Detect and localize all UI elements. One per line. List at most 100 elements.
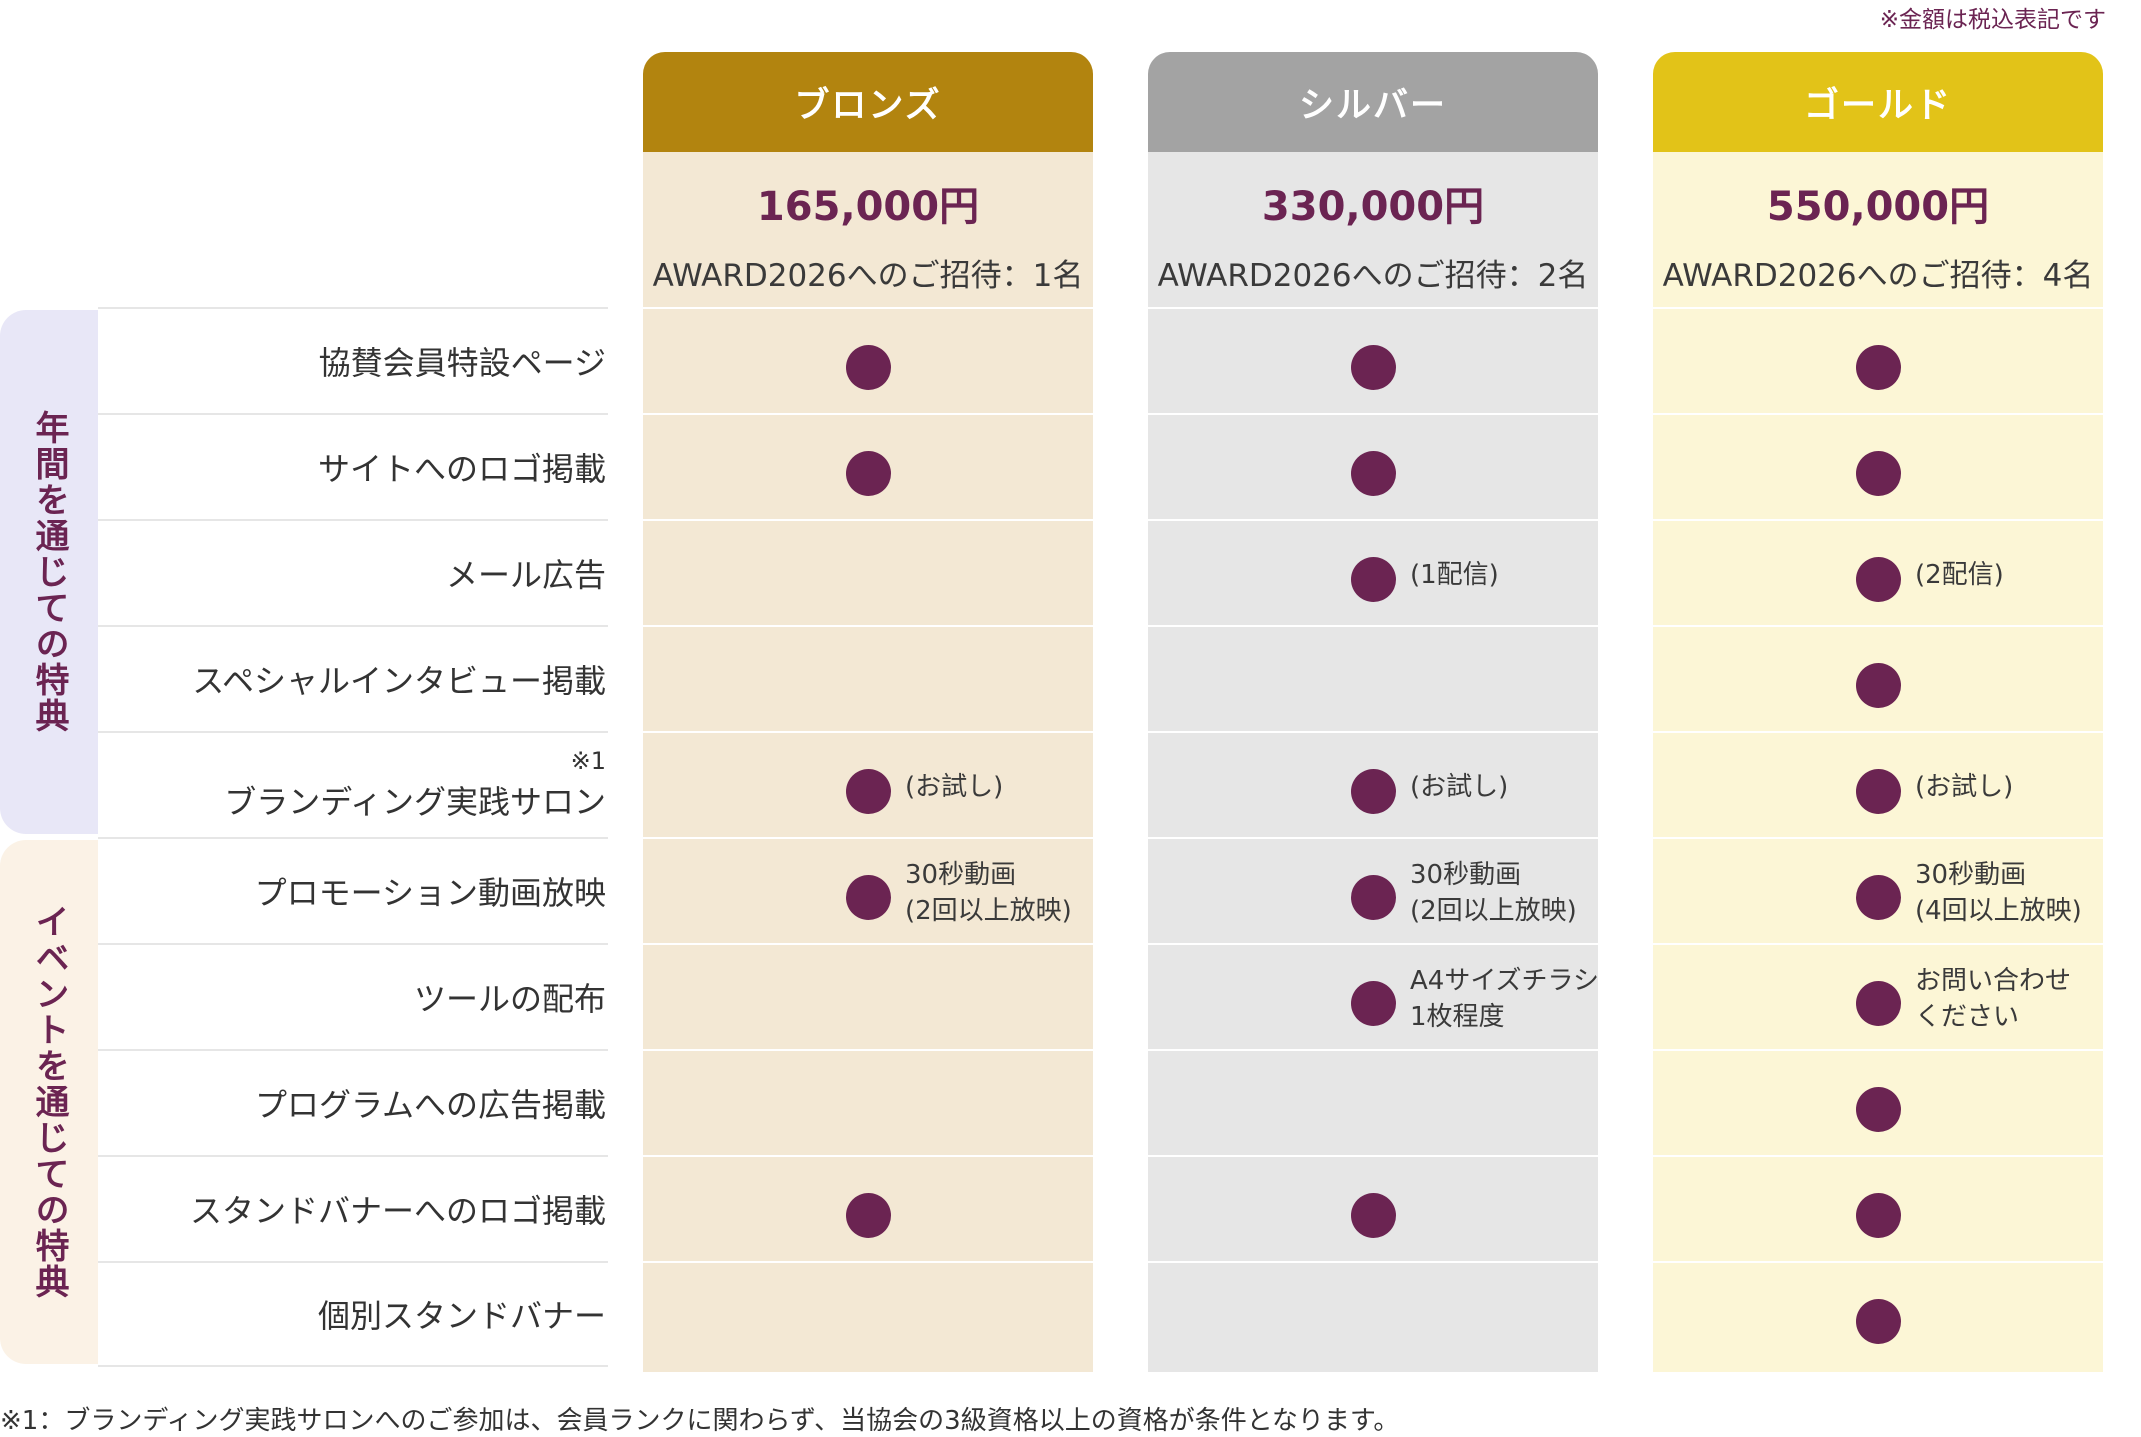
benefit-cell: (2配信)	[1653, 519, 2103, 625]
plan-cells: (お試し) 30秒動画 (2回以上放映)	[643, 307, 1093, 1367]
benefit-row-label: メール広告	[98, 519, 608, 625]
included-dot-icon	[1351, 557, 1396, 602]
benefit-row-label: プログラムへの広告掲載	[98, 1049, 608, 1155]
benefit-cell	[643, 307, 1093, 413]
benefit-label: プログラムへの広告掲載	[254, 1086, 606, 1124]
benefit-cell	[643, 1261, 1093, 1367]
plan-column: ゴールド 550,000円 AWARD2026へのご招待：4名 (2配信) (お試し) 3…	[1653, 52, 2103, 1372]
benefit-label: 個別スタンドバナー	[317, 1297, 606, 1335]
benefit-cell	[1653, 1049, 2103, 1155]
benefit-row-label: ※1 ブランディング実践サロン	[98, 731, 608, 837]
benefit-cell	[1148, 1261, 1598, 1367]
benefit-cell	[1653, 625, 2103, 731]
benefit-cell: (1配信)	[1148, 519, 1598, 625]
included-dot-icon	[846, 875, 891, 920]
included-dot-icon	[1351, 1193, 1396, 1238]
benefit-cell	[1148, 1155, 1598, 1261]
plan-cells: (2配信) (お試し) 30秒動画 (4回以上放映) お問い合わせ ください	[1653, 307, 2103, 1367]
included-dot-icon	[1856, 663, 1901, 708]
plan-column: ブロンズ 165,000円 AWARD2026へのご招待：1名 (お試し) 30秒動画 …	[643, 52, 1093, 1372]
included-dot-icon	[846, 1193, 891, 1238]
benefit-cell: 30秒動画 (2回以上放映)	[1148, 837, 1598, 943]
benefit-label: ツールの配布	[413, 980, 606, 1018]
included-dot-icon	[1856, 557, 1901, 602]
benefit-row-label: プロモーション動画放映	[98, 837, 608, 943]
benefit-cell	[1148, 307, 1598, 413]
benefit-cell	[643, 1155, 1093, 1261]
footnote-marker: ※1	[570, 747, 606, 775]
benefit-cell	[643, 625, 1093, 731]
benefit-label: サイトへのロゴ掲載	[317, 450, 606, 488]
benefit-row-label: 個別スタンドバナー	[98, 1261, 608, 1367]
included-dot-icon	[846, 345, 891, 390]
group-label: イベントを通じての特典	[29, 904, 69, 1300]
benefit-detail: 30秒動画 (2回以上放映)	[905, 860, 1072, 926]
plan-price: 165,000円	[756, 184, 980, 230]
benefit-cell: (お試し)	[643, 731, 1093, 837]
included-dot-icon	[1856, 1087, 1901, 1132]
benefit-detail: (1配信)	[1410, 560, 1499, 590]
benefit-row-label: スペシャルインタビュー掲載	[98, 625, 608, 731]
benefit-cell	[1653, 307, 2103, 413]
benefit-cell	[1148, 625, 1598, 731]
plan-name: ゴールド	[1653, 52, 2103, 152]
included-dot-icon	[1351, 345, 1396, 390]
benefit-cell	[1653, 413, 2103, 519]
group-label: 年間を通じての特典	[29, 410, 69, 734]
benefit-label: スペシャルインタビュー掲載	[192, 662, 606, 700]
benefit-detail: (お試し)	[905, 772, 1004, 802]
benefit-row-label: サイトへのロゴ掲載	[98, 413, 608, 519]
benefit-detail: 30秒動画 (4回以上放映)	[1915, 860, 2082, 926]
benefit-cell	[643, 519, 1093, 625]
included-dot-icon	[1856, 1193, 1901, 1238]
benefit-row-label: スタンドバナーへのロゴ掲載	[98, 1155, 608, 1261]
included-dot-icon	[1351, 981, 1396, 1026]
benefit-label: ブランディング実践サロン	[224, 783, 606, 821]
benefit-detail: A4サイズチラシ 1枚程度	[1410, 966, 1600, 1032]
plan-price: 330,000円	[1261, 184, 1485, 230]
benefit-detail: (お試し)	[1915, 772, 2014, 802]
benefit-label: メール広告	[445, 556, 606, 594]
plan-body: 550,000円 AWARD2026へのご招待：4名 (2配信) (お試し) 30秒動画…	[1653, 152, 2103, 1372]
benefit-detail: (2配信)	[1915, 560, 2004, 590]
plan-invite: AWARD2026へのご招待：2名	[1157, 258, 1589, 294]
plan-invite: AWARD2026へのご招待：4名	[1662, 258, 2094, 294]
plan-body: 330,000円 AWARD2026へのご招待：2名 (1配信) (お試し) 30秒動画…	[1148, 152, 1600, 1372]
plan-body: 165,000円 AWARD2026へのご招待：1名 (お試し) 30秒動画 (2回以…	[643, 152, 1093, 1372]
benefit-cell	[643, 943, 1093, 1049]
plan-name: ブロンズ	[643, 52, 1093, 152]
included-dot-icon	[1856, 1299, 1901, 1344]
benefit-detail: 30秒動画 (2回以上放映)	[1410, 860, 1577, 926]
benefit-cell: (お試し)	[1653, 731, 2103, 837]
included-dot-icon	[1856, 875, 1901, 920]
benefit-cell: (お試し)	[1148, 731, 1598, 837]
benefit-cell	[1653, 1155, 2103, 1261]
group-panel	[0, 310, 98, 834]
benefit-cell: 30秒動画 (4回以上放映)	[1653, 837, 2103, 943]
group-panel	[0, 840, 98, 1364]
benefit-cell	[643, 413, 1093, 519]
plan-invite: AWARD2026へのご招待：1名	[652, 258, 1084, 294]
benefit-cell	[1653, 1261, 2103, 1367]
benefit-cell: A4サイズチラシ 1枚程度	[1148, 943, 1600, 1049]
benefit-label: 協賛会員特設ページ	[318, 344, 606, 382]
included-dot-icon	[846, 451, 891, 496]
benefit-label: プロモーション動画放映	[254, 874, 606, 912]
benefit-row-label: ツールの配布	[98, 943, 608, 1049]
included-dot-icon	[1351, 451, 1396, 496]
benefit-cell: お問い合わせ ください	[1653, 943, 2103, 1049]
benefit-cell	[1148, 413, 1598, 519]
footnote: ※1：ブランディング実践サロンへのご参加は、会員ランクに関わらず、当協会の3級資…	[0, 1406, 1400, 1436]
plan-price: 550,000円	[1766, 184, 1990, 230]
included-dot-icon	[1351, 769, 1396, 814]
included-dot-icon	[1856, 451, 1901, 496]
included-dot-icon	[846, 769, 891, 814]
benefit-labels: 協賛会員特設ページサイトへのロゴ掲載メール広告スペシャルインタビュー掲載 ※1 ブラ…	[98, 307, 608, 1367]
benefit-cell: 30秒動画 (2回以上放映)	[643, 837, 1093, 943]
included-dot-icon	[1351, 875, 1396, 920]
included-dot-icon	[1856, 981, 1901, 1026]
plan-name: シルバー	[1148, 52, 1598, 152]
benefit-cell	[1148, 1049, 1598, 1155]
plan-cells: (1配信) (お試し) 30秒動画 (2回以上放映) A4サイズチラシ 1枚程度	[1148, 307, 1600, 1367]
